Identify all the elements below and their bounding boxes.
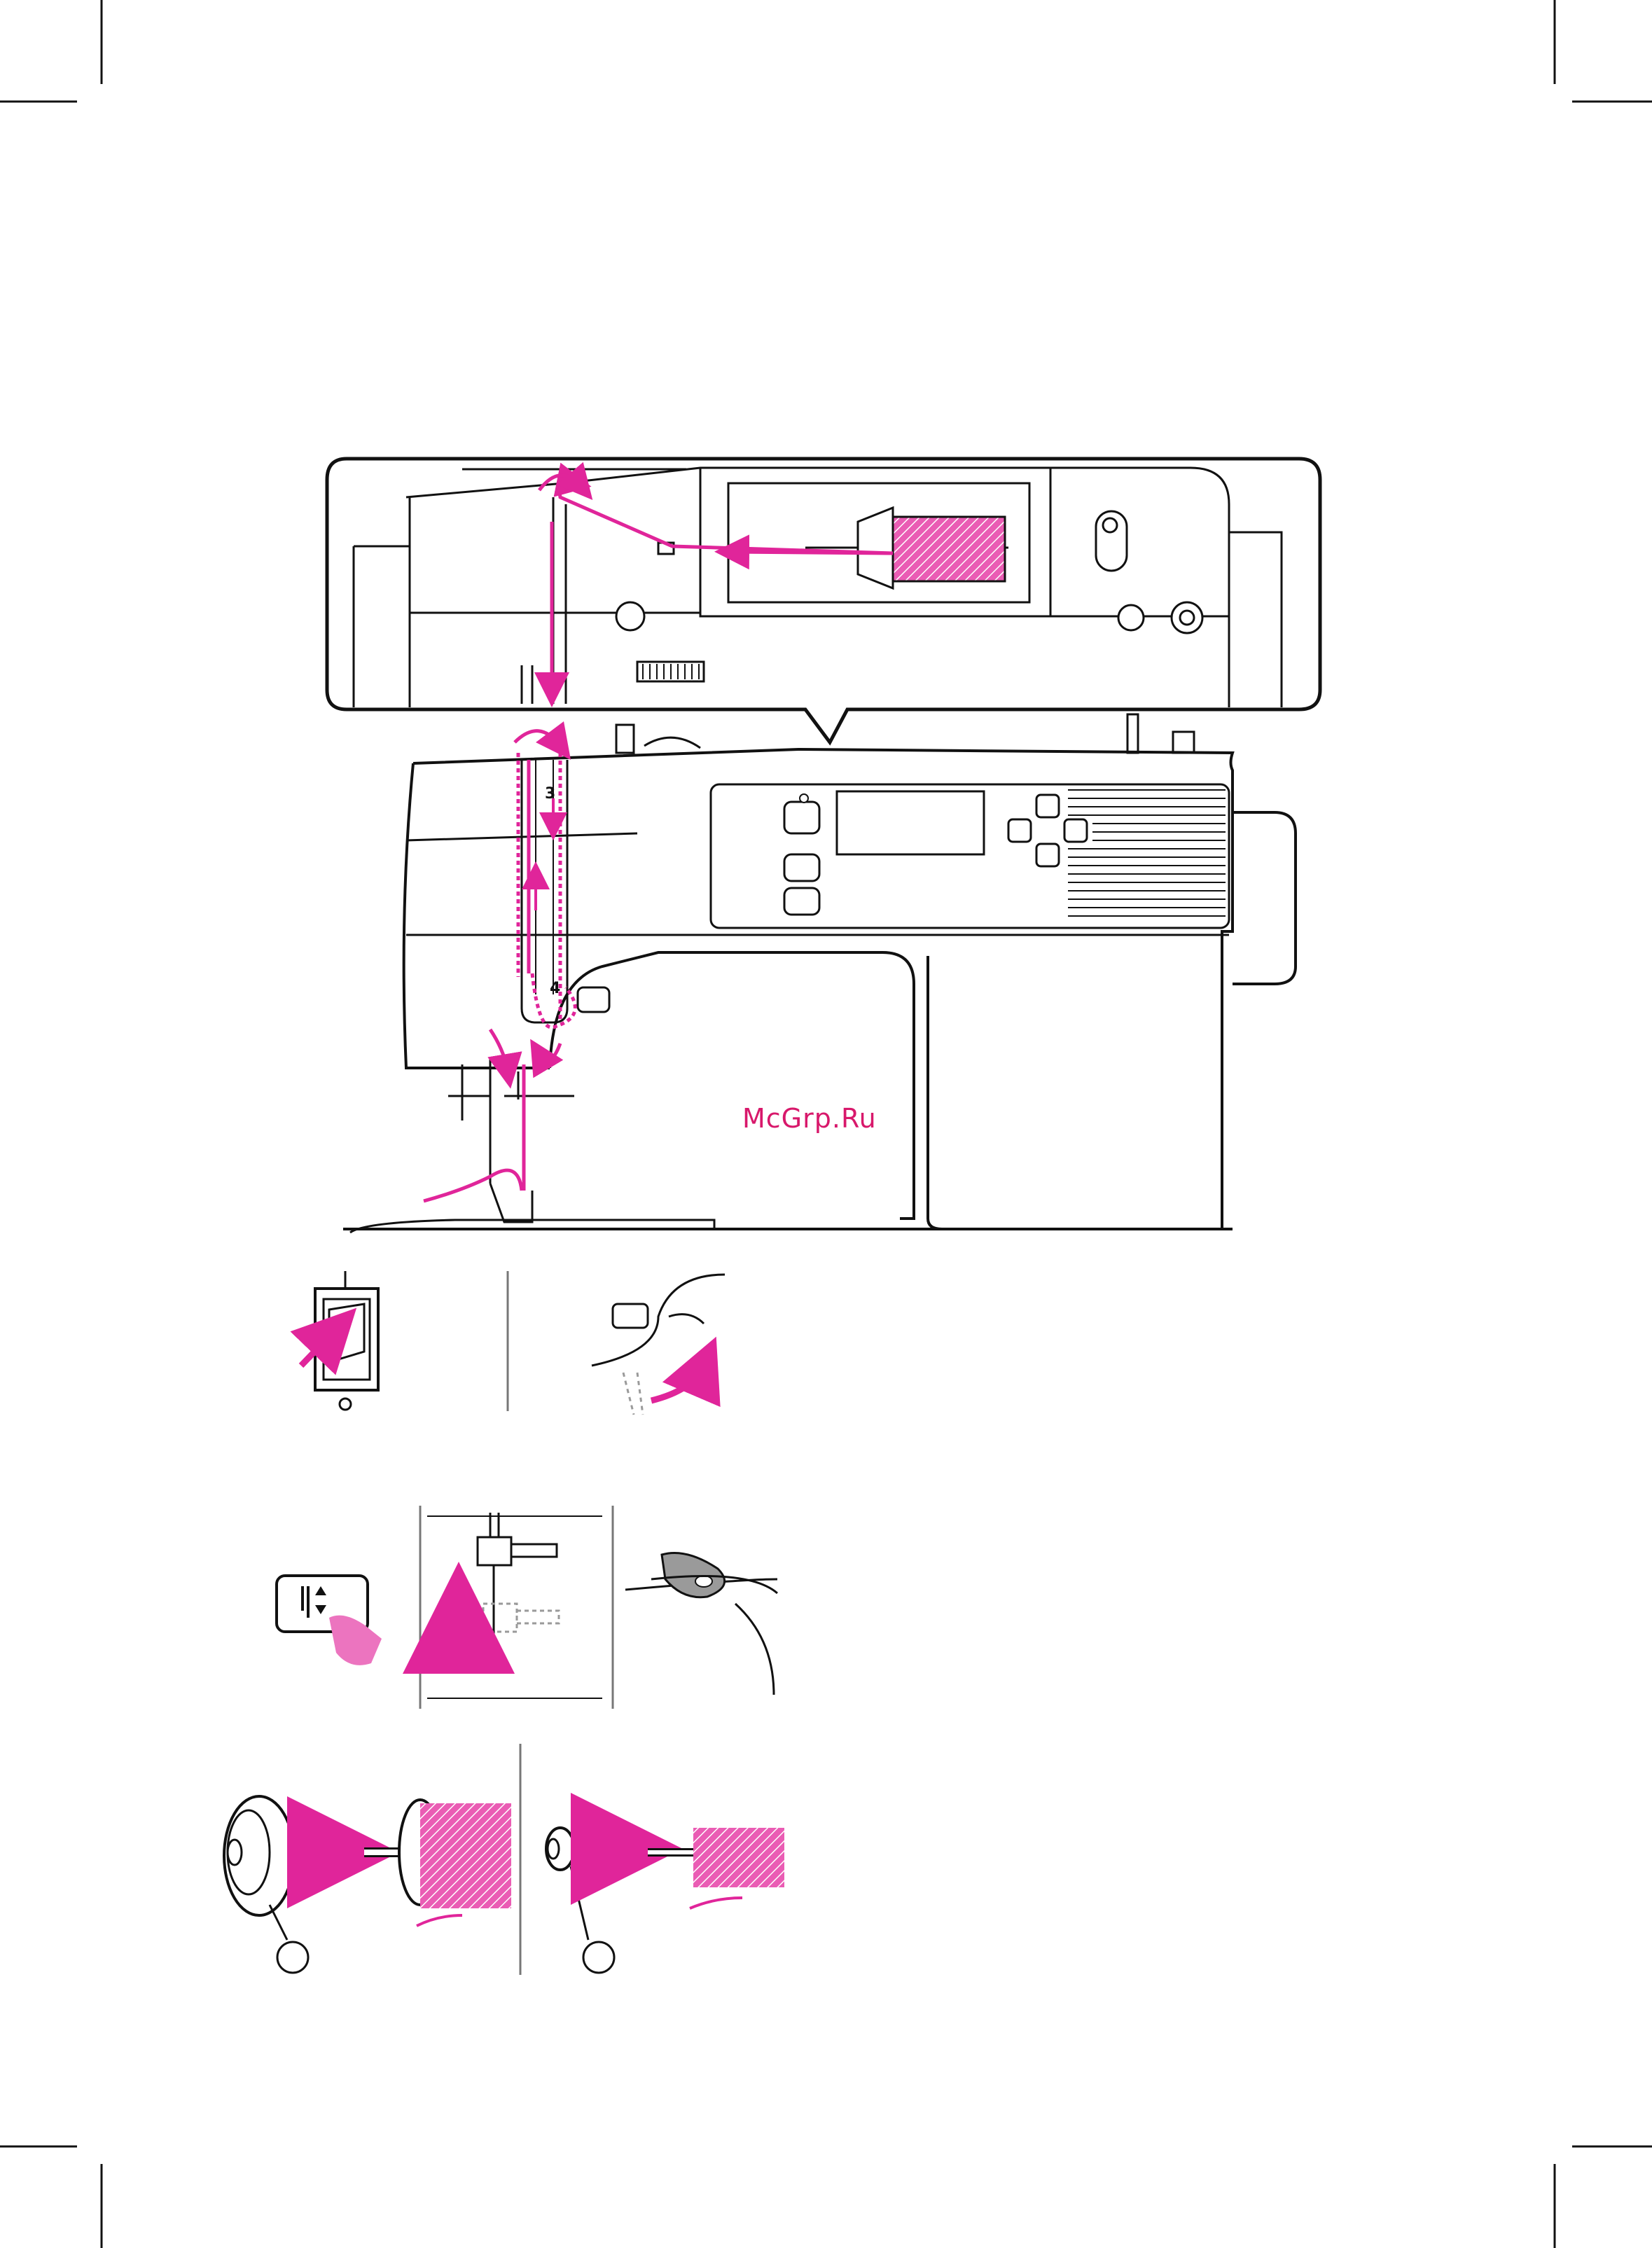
presser-foot-lever-figure [592, 1275, 725, 1415]
spool-cap-top [858, 508, 893, 588]
needle-bar-figure [427, 1513, 602, 1698]
thread-tail [424, 1170, 522, 1201]
small-spool-cap-figure [546, 1828, 784, 1973]
thread-cutter-figure [625, 1553, 777, 1695]
thread-path-top [560, 483, 893, 553]
watermark: McGrp.Ru [742, 1103, 924, 1134]
large-spool-cap-figure [224, 1796, 511, 1973]
power-switch-figure [301, 1271, 378, 1410]
thread-spool-large [420, 1803, 511, 1908]
machine-front-view: 3 4 [343, 714, 1296, 1233]
needle-up-button-figure [277, 1576, 382, 1665]
tension-knob-top [616, 602, 644, 630]
thread-spool-small [693, 1828, 784, 1887]
thread-spool-top [893, 517, 1005, 581]
top-view-callout [327, 459, 1320, 742]
curved-arrow-icon [651, 1366, 704, 1401]
callout-frame [327, 459, 1320, 742]
guide-step-4-label: 4 [550, 980, 560, 997]
guide-step-3-label: 3 [545, 785, 555, 803]
lcd-display [837, 791, 984, 854]
pointing-finger-icon [329, 1616, 382, 1665]
